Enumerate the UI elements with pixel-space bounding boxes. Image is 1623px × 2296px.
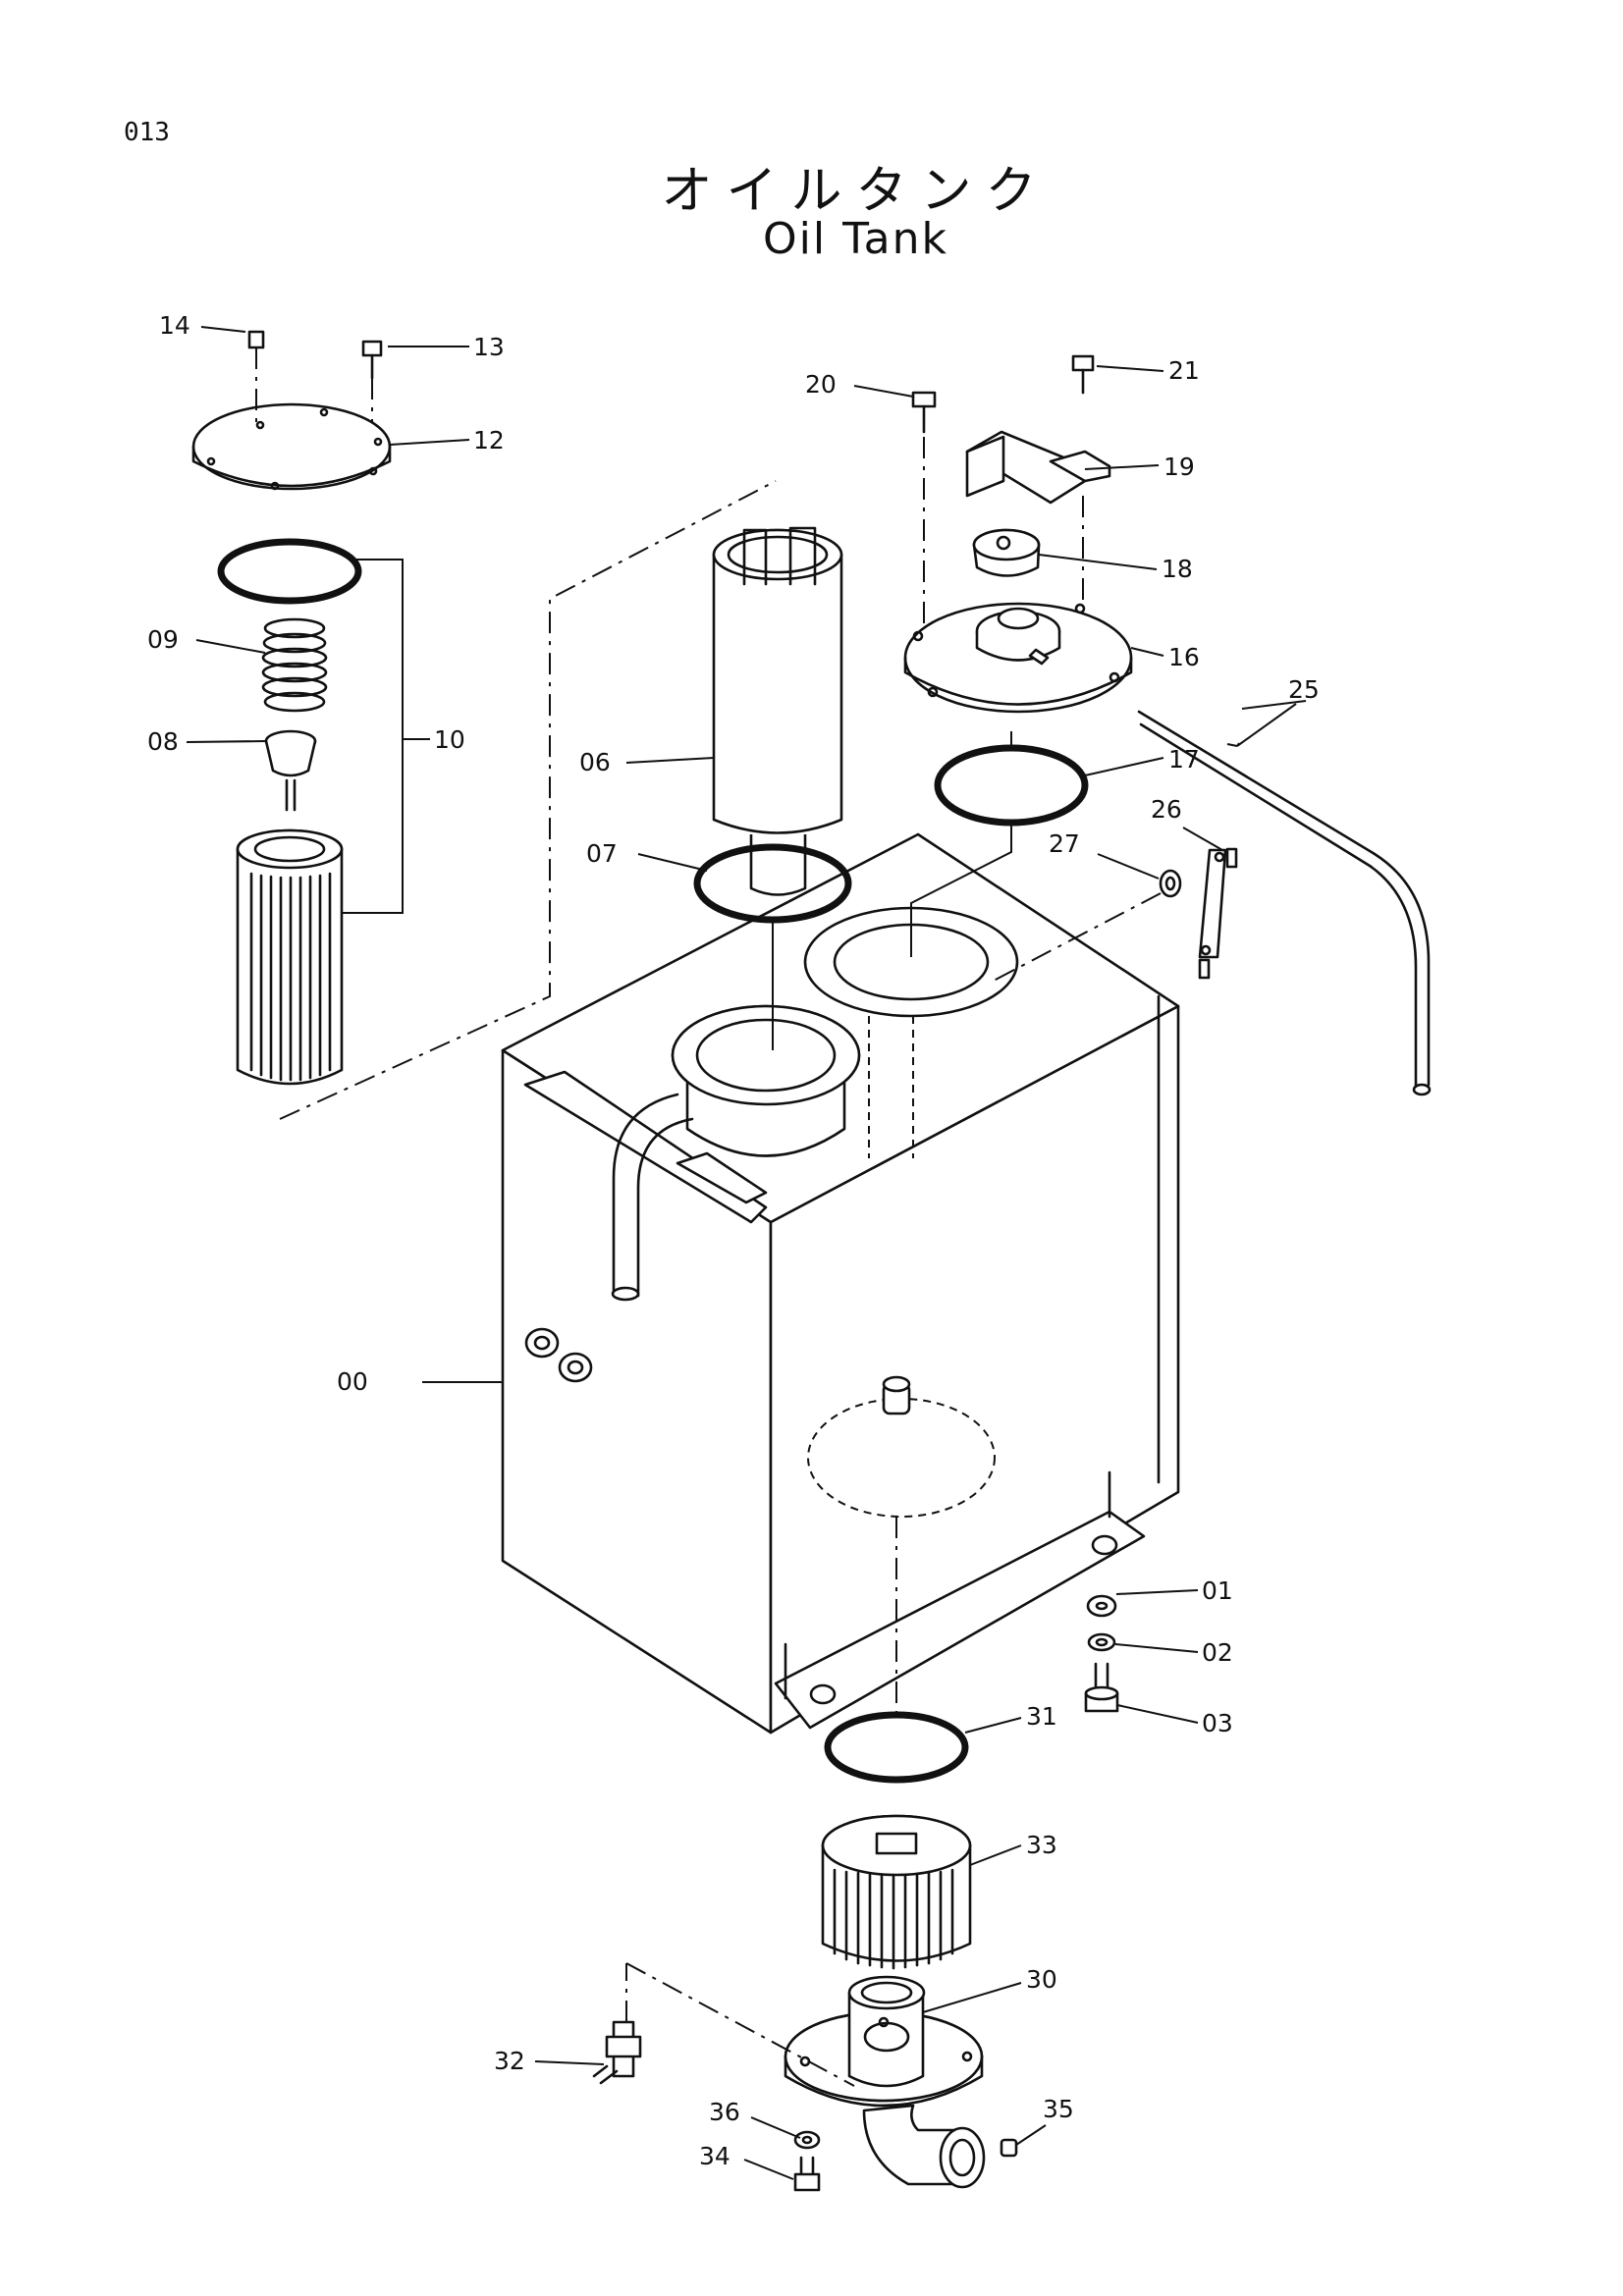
level-pipe [1137,710,1432,1096]
label-13: 13 [473,333,505,361]
drain-assembly [592,1517,1018,2192]
label-10: 10 [434,725,465,754]
label-01: 01 [1202,1576,1233,1605]
label-34: 34 [699,2142,730,2170]
label-21: 21 [1168,356,1200,385]
label-32: 32 [494,2047,525,2075]
page-title-english: Oil Tank [763,214,948,264]
spring-09 [261,617,328,713]
label-12: 12 [473,426,505,454]
filter-element [236,828,344,1086]
label-33: 33 [1026,1831,1057,1859]
label-18: 18 [1162,555,1193,583]
part-labels: 14 13 12 09 08 10 06 07 00 20 21 19 18 1… [147,311,1320,2170]
label-35: 35 [1043,2095,1074,2123]
page-title-japanese: オイルタンク [661,162,1051,221]
label-36: 36 [709,2098,740,2126]
mounting-hardware [1084,1594,1119,1713]
strainer-ribs [833,1868,954,1970]
filler-cover-assembly [903,354,1133,957]
oil-tank-body [501,832,1180,1735]
top-cover-assembly [191,330,392,491]
label-07: 07 [586,839,618,868]
label-03: 03 [1202,1709,1233,1737]
label-27: 27 [1049,829,1080,858]
label-02: 02 [1202,1638,1233,1667]
label-00: 00 [337,1367,368,1396]
label-30: 30 [1026,1965,1057,1994]
suction-strainer [693,526,852,1050]
label-26: 26 [1151,795,1182,824]
label-31: 31 [1026,1702,1057,1731]
leader-lines [186,326,1307,2180]
label-19: 19 [1163,453,1195,481]
label-25: 25 [1288,675,1320,704]
page-number: 013 [124,118,170,147]
label-16: 16 [1168,643,1200,671]
level-gauge-bracket [991,847,1238,983]
label-20: 20 [805,370,837,399]
label-17: 17 [1168,745,1200,774]
return-filter-assembly [217,480,777,1120]
label-06: 06 [579,748,611,776]
label-09: 09 [147,625,179,654]
label-08: 08 [147,727,179,756]
label-14: 14 [159,311,190,340]
